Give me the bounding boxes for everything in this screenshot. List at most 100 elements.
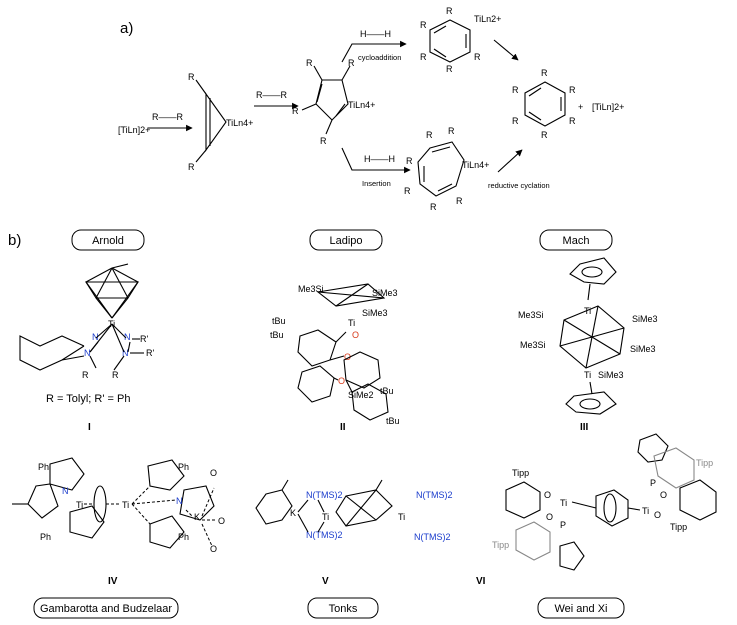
- ph-label: Ph: [40, 532, 51, 542]
- ti-4plus-label: TiLn4+: [462, 160, 489, 170]
- r-sub: R: [569, 85, 576, 95]
- label-V: V: [322, 576, 329, 587]
- r-sub: R: [420, 52, 427, 62]
- panel-a-label: a): [120, 20, 133, 37]
- ph-label: Ph: [38, 462, 49, 472]
- r-prime: R': [140, 334, 148, 344]
- pill-arnold-text: Arnold: [92, 235, 124, 247]
- reductive-cyclation-label: reductive cyclation: [488, 181, 550, 190]
- sime3-label: SiMe3: [372, 288, 398, 298]
- pill-mach: Mach: [539, 229, 613, 251]
- r-sub: R: [474, 52, 481, 62]
- r-sub: R: [448, 126, 455, 136]
- pill-tonks-text: Tonks: [329, 603, 358, 615]
- ti-2plus-label: TiLn2+: [474, 14, 501, 24]
- ti-atom: Ti: [348, 318, 355, 328]
- pill-wei-xi-text: Wei and Xi: [555, 603, 608, 615]
- r-sub: R: [306, 58, 313, 68]
- ph-label: Ph: [178, 462, 189, 472]
- pill-ladipo: Ladipo: [309, 229, 383, 251]
- pill-arnold: Arnold: [71, 229, 145, 251]
- r-sub: R: [569, 116, 576, 126]
- pill-mach-text: Mach: [563, 235, 590, 247]
- sime2-label: SiMe2: [348, 390, 374, 400]
- r-sub: R: [82, 370, 89, 380]
- caption-I: R = Tolyl; R' = Ph: [46, 393, 130, 405]
- compound-V: K N(TMS)2 N(TMS)2 Ti Ti N(TMS)2 N(TMS)2 …: [255, 479, 453, 587]
- arrow-2: R——R: [254, 90, 299, 110]
- r-sub: R: [512, 85, 519, 95]
- compound-I: Ti N N N N R' R' R R R = Tolyl; R' = Ph …: [19, 263, 154, 433]
- o-atom: O: [352, 330, 359, 340]
- compound-IV: Ph Ph Ph Ph N N Ti Ti K O O O IV: [12, 457, 225, 587]
- label-IV: IV: [108, 576, 118, 587]
- r-sub: R: [320, 136, 327, 146]
- me3si-label: Me3Si: [518, 310, 544, 320]
- r-sub: R: [541, 130, 548, 140]
- ti-atom: Ti: [398, 512, 405, 522]
- pill-gambarotta: Gambarotta and Budzelaar: [33, 597, 179, 619]
- r-sub: R: [348, 58, 355, 68]
- panel-b-label: b): [8, 232, 21, 249]
- ntms2-label: N(TMS)2: [414, 532, 451, 542]
- sime3-label: SiMe3: [632, 314, 658, 324]
- tbu-label: tBu: [272, 316, 286, 326]
- alkyne-label-2: R——R: [256, 90, 287, 100]
- tipp-label: Tipp: [492, 540, 509, 550]
- n-atom: N: [62, 486, 69, 496]
- n-atom: N: [84, 348, 91, 358]
- me3si-label: Me3Si: [298, 284, 324, 294]
- label-VI: VI: [476, 576, 486, 587]
- r-sub: R: [446, 6, 453, 16]
- pill-gambarotta-text: Gambarotta and Budzelaar: [40, 603, 172, 615]
- r-sub: R: [188, 162, 195, 172]
- pill-ladipo-text: Ladipo: [329, 235, 362, 247]
- compound-II: Me3Si SiMe3 SiMe3 Ti O O O SiMe2 tBu tBu…: [270, 283, 400, 433]
- o-atom: O: [210, 544, 217, 554]
- titanacyclopropene: R R TiLn4+: [188, 72, 253, 172]
- insertion-label: Insertion: [362, 179, 391, 188]
- r-sub: R: [446, 64, 453, 74]
- me3si-label: Me3Si: [520, 340, 546, 350]
- o-atom: O: [210, 468, 217, 478]
- ti-atom: Ti: [76, 500, 83, 510]
- ntms2-label: N(TMS)2: [306, 530, 343, 540]
- ntms2-label: N(TMS)2: [306, 490, 343, 500]
- label-I: I: [88, 422, 91, 433]
- n-atom: N: [124, 332, 131, 342]
- ti-atom: Ti: [584, 370, 591, 380]
- ti-4plus-label: TiLn4+: [226, 118, 253, 128]
- ti-atom: Ti: [642, 506, 649, 516]
- o-atom: O: [546, 512, 553, 522]
- ph-label: Ph: [178, 532, 189, 542]
- r-sub: R: [456, 196, 463, 206]
- r-sub: R: [426, 130, 433, 140]
- ti-atom: Ti: [122, 500, 129, 510]
- tbu-label: tBu: [270, 330, 284, 340]
- cycloaddition-label: cycloaddition: [358, 53, 401, 62]
- p-atom: P: [650, 478, 656, 488]
- arrow-1: R——R: [148, 112, 193, 132]
- r-sub: R: [404, 186, 411, 196]
- insertion-branch: H——H Insertion: [341, 147, 411, 188]
- r-sub: R: [430, 202, 437, 212]
- acetylene-label-1: H——H: [360, 29, 391, 39]
- o-atom: O: [218, 516, 225, 526]
- o-atom: O: [344, 352, 351, 362]
- r-prime: R': [146, 348, 154, 358]
- r-sub: R: [512, 116, 519, 126]
- product-ti-label: [TiLn]2+: [592, 102, 624, 112]
- sime3-label: SiMe3: [362, 308, 388, 318]
- pill-tonks: Tonks: [307, 597, 379, 619]
- o-atom: O: [338, 376, 345, 386]
- k-atom: K: [290, 508, 296, 518]
- alkyne-label-1: R——R: [152, 112, 183, 122]
- arene-ti-complex: R R R R R TiLn2+: [420, 6, 519, 74]
- r-sub: R: [292, 106, 299, 116]
- r-sub: R: [420, 20, 427, 30]
- ti-4plus-label: TiLn4+: [348, 100, 375, 110]
- ti-atom: Ti: [584, 306, 591, 316]
- label-III: III: [580, 422, 589, 433]
- ntms2-label: N(TMS)2: [416, 490, 453, 500]
